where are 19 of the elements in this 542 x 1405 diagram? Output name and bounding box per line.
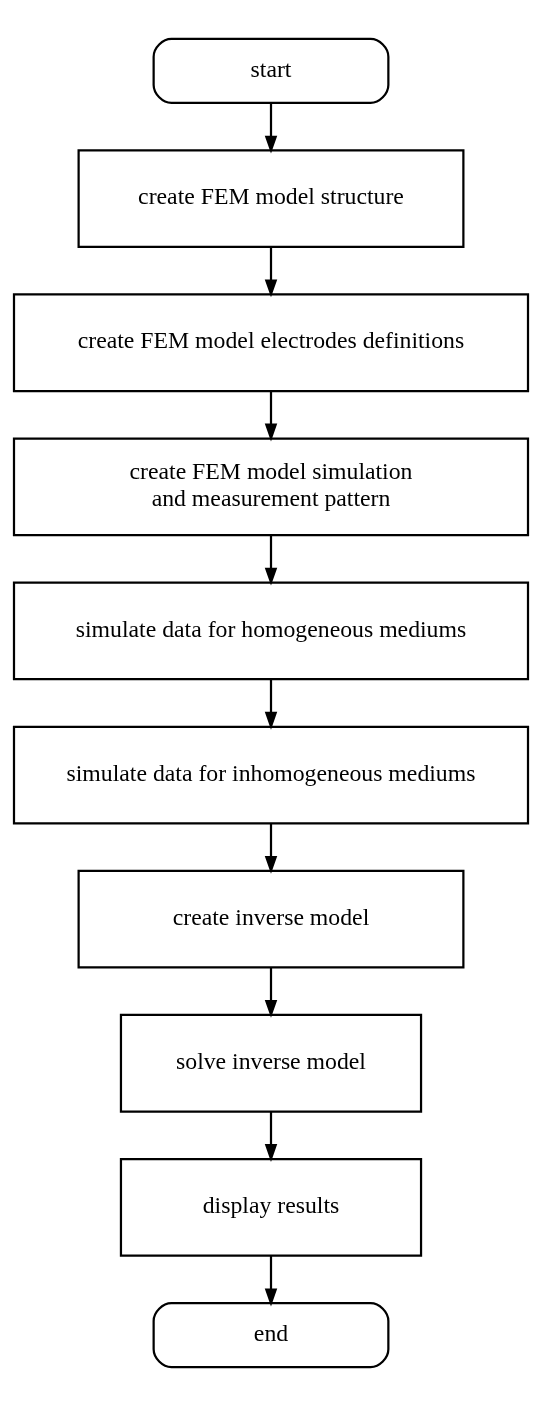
arrow xyxy=(264,823,278,874)
arrow xyxy=(264,246,278,297)
arrow xyxy=(264,1255,278,1306)
arrow xyxy=(264,102,278,153)
node-box: create FEM model electrodes definitions xyxy=(12,292,530,392)
arrow xyxy=(264,967,278,1018)
node-box: create inverse model xyxy=(77,869,465,969)
arrow xyxy=(264,1111,278,1162)
node-box: display results xyxy=(119,1157,423,1257)
node-box: simulate data for inhomogeneous mediums xyxy=(12,725,530,824)
node-box: solve inverse model xyxy=(119,1013,423,1113)
node-box: end xyxy=(152,1301,390,1368)
arrow xyxy=(264,678,278,730)
node-box: create FEM model structure xyxy=(77,148,465,248)
node-box: start xyxy=(152,37,390,104)
node-box: create FEM model simulation and measurement pattern xyxy=(12,436,530,536)
arrow xyxy=(264,390,278,441)
arrow xyxy=(264,534,278,586)
node-box: simulate data for homogeneous mediums xyxy=(12,581,530,680)
